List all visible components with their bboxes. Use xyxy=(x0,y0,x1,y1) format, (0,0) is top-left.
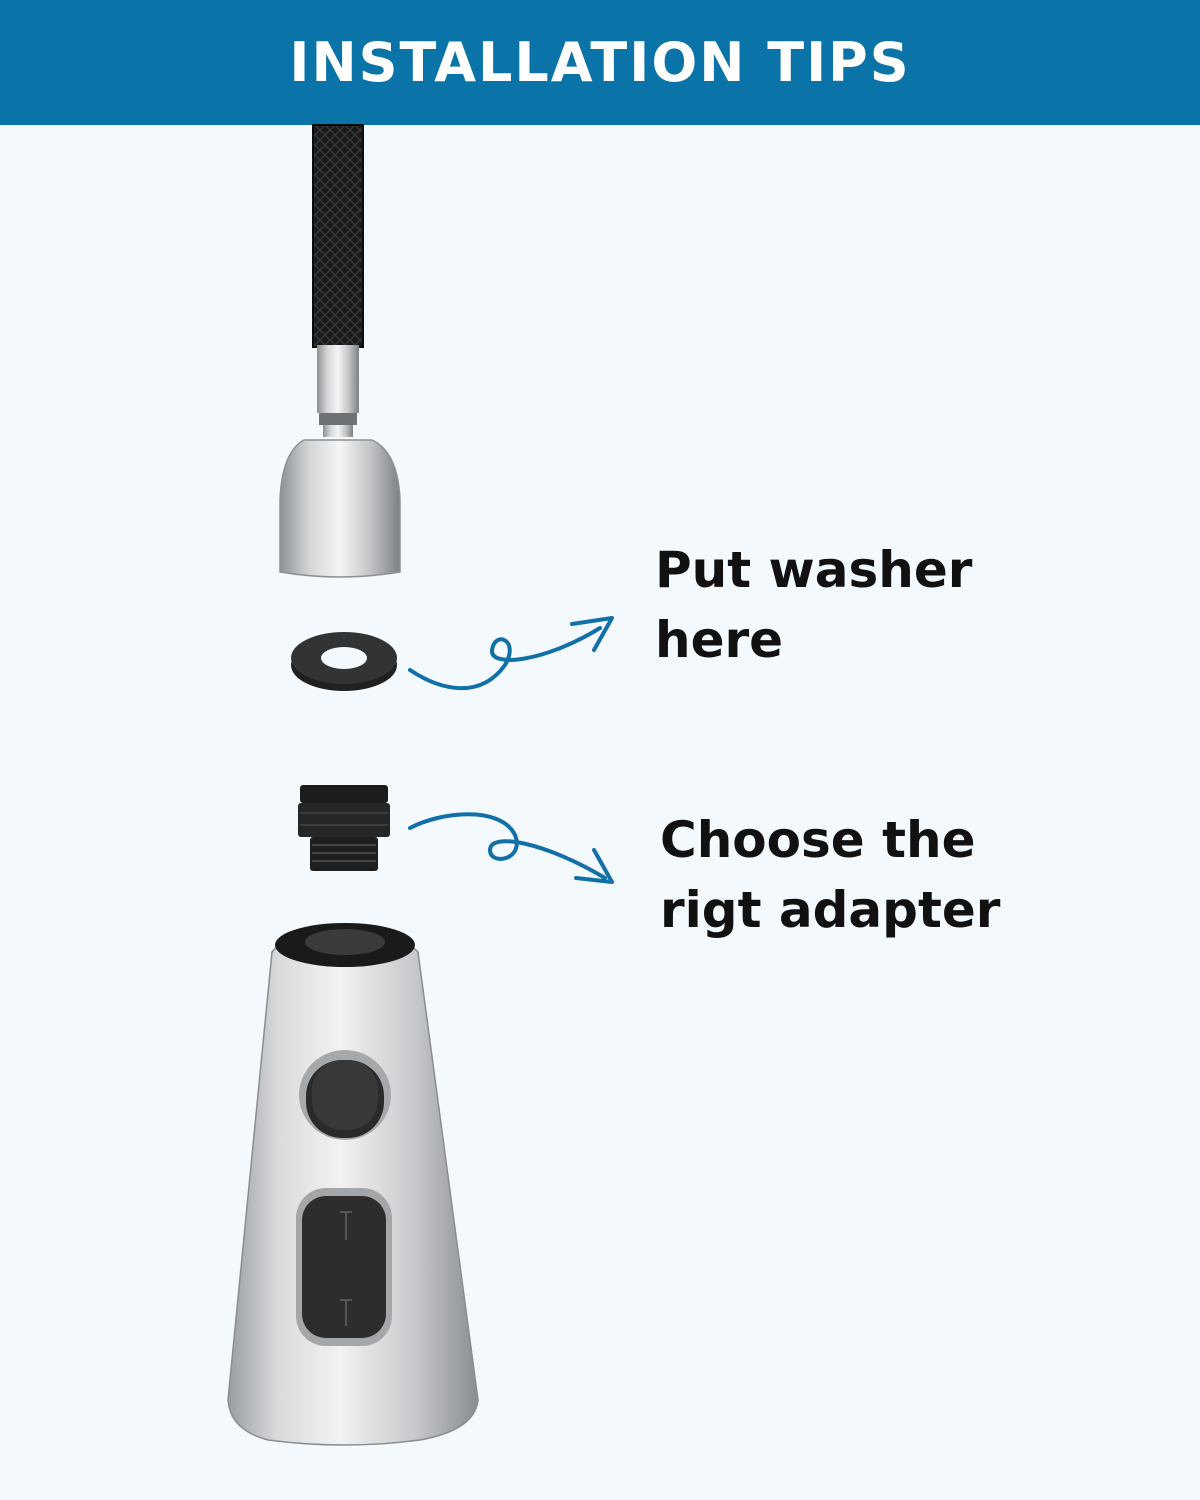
washer-illustration xyxy=(291,632,397,691)
sprayer-head-illustration xyxy=(227,923,479,1446)
curly-arrow-icon xyxy=(408,616,614,691)
adapter-callout-line2: rigt adapter xyxy=(660,881,1001,939)
page-title: INSTALLATION TIPS xyxy=(289,31,911,94)
washer-callout-line1: Put washer xyxy=(655,541,973,599)
hose-connector-illustration xyxy=(279,345,401,578)
hose-illustration xyxy=(312,124,364,348)
washer-callout: Put washer here xyxy=(655,535,972,675)
curly-arrow-icon xyxy=(408,812,614,884)
header-banner: INSTALLATION TIPS xyxy=(0,0,1200,125)
adapter-callout-line1: Choose the xyxy=(660,811,976,869)
adapter-illustration xyxy=(298,785,390,871)
adapter-callout: Choose the rigt adapter xyxy=(660,805,1000,945)
washer-callout-line2: here xyxy=(655,611,784,669)
